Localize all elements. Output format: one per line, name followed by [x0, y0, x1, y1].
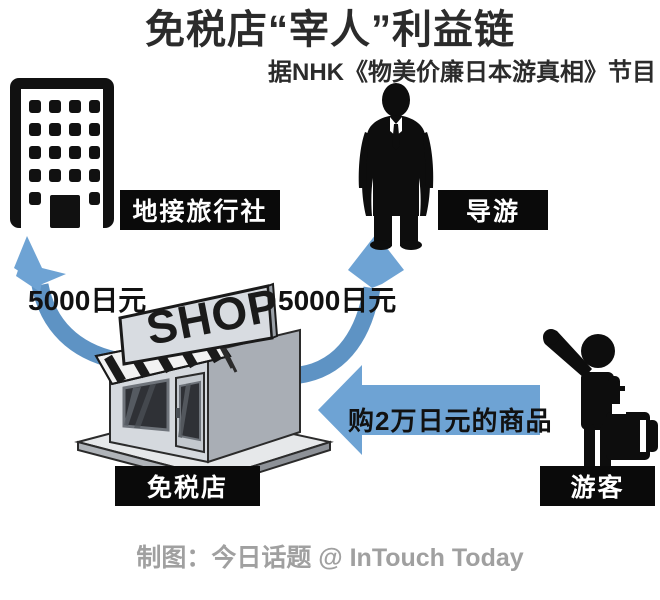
node-label-agency: 地接旅行社	[120, 190, 280, 230]
kickback-amount-agency: 5000日元	[28, 285, 147, 316]
node-label-guide: 导游	[438, 190, 548, 230]
node-label-shop: 免税店	[115, 466, 260, 506]
guide-shirt-detail-icon	[390, 117, 402, 150]
tourist-with-suitcase-icon	[543, 329, 658, 480]
shop-sign-text: SHOP	[142, 278, 284, 355]
suitcase-clasp-icon	[612, 404, 646, 452]
kickback-amount-guide: 5000日元	[278, 285, 397, 316]
credit-line: 制图：今日话题 @ InTouch Today	[136, 544, 524, 572]
businessman-silhouette-icon	[358, 83, 434, 250]
node-label-tourist: 游客	[540, 466, 655, 506]
page-subtitle: 据NHK《物美价廉日本游真相》节目	[268, 59, 656, 86]
purchase-amount-label: 购2万日元的商品	[348, 406, 553, 436]
page-title: 免税店“宰人”利益链	[145, 8, 515, 52]
office-building-icon	[10, 78, 114, 228]
